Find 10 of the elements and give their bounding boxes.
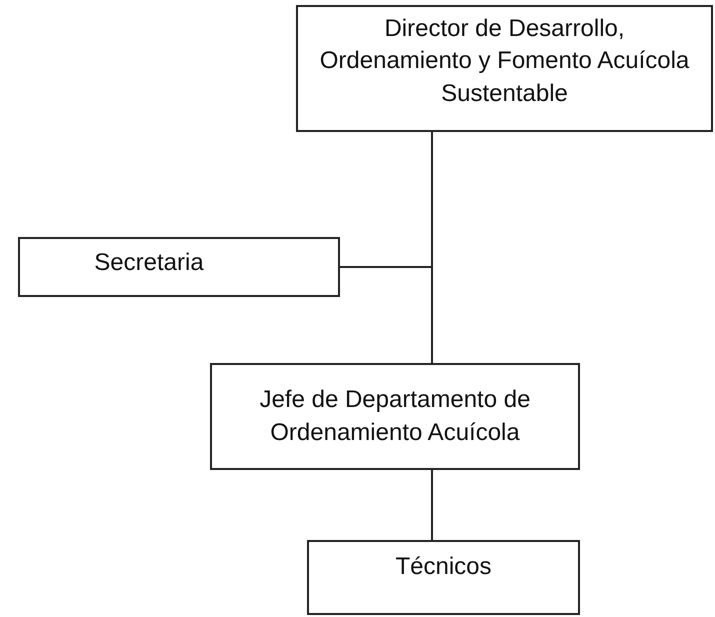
position-title: Técnicos (395, 552, 492, 582)
position-title: Jefe de Departamento de Ordenamiento Acuícola (258, 385, 532, 448)
connector-line (340, 132, 433, 268)
org-box (210, 363, 580, 470)
connector-line (431, 470, 433, 540)
position-title: Director de Desarrollo, Ordenamiento y Fomento Acuícola Sustentable (318, 14, 690, 109)
position-title: Secretaria (94, 248, 204, 278)
org-box (296, 5, 713, 132)
org-box (18, 237, 340, 297)
org-box (307, 540, 580, 615)
